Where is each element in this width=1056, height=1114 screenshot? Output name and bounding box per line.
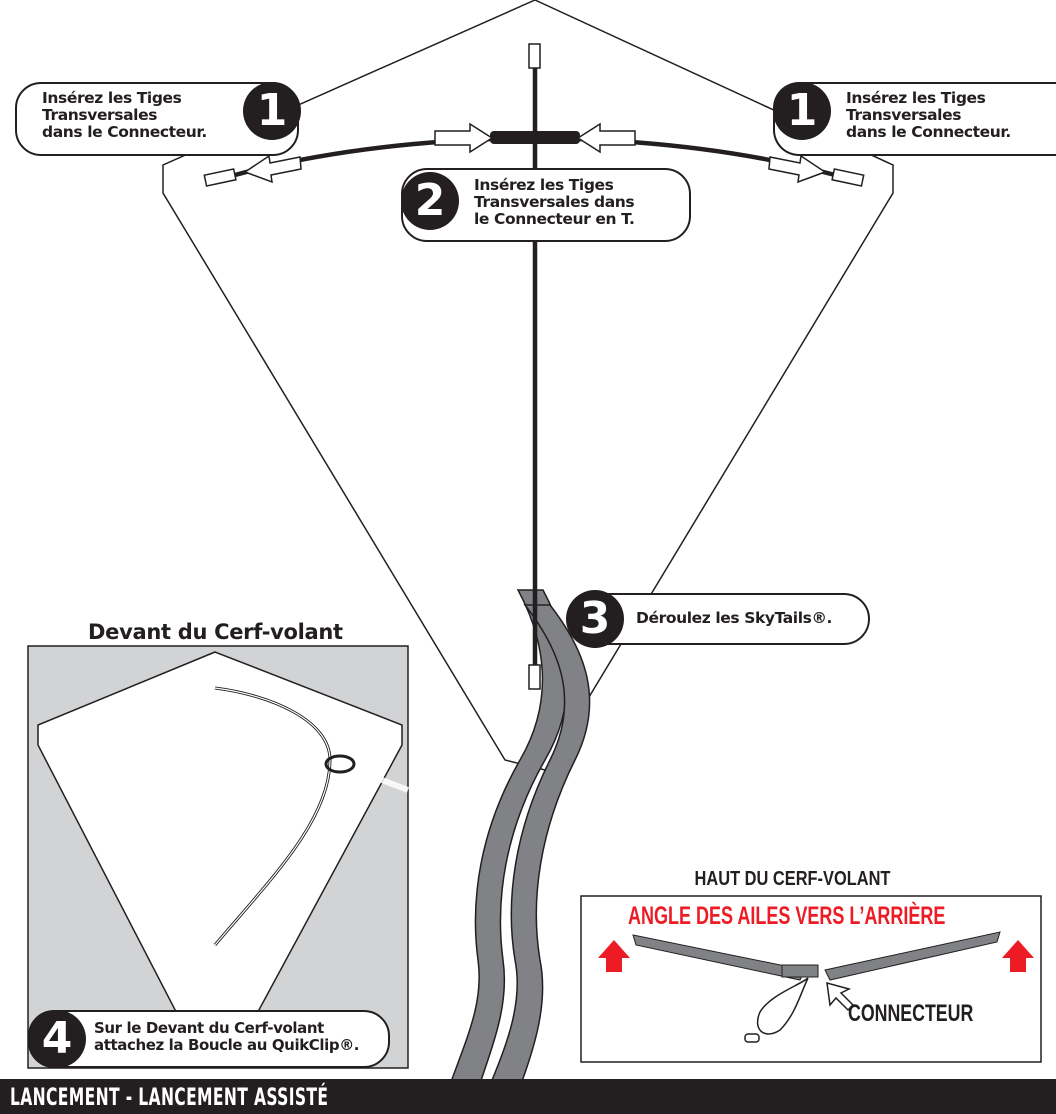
top-wing-left	[632, 934, 806, 981]
top-bridle-line	[756, 977, 809, 1035]
arrow-left-to-connector	[576, 122, 636, 154]
footer-heading: LANCEMENT - LANCEMENT ASSISTÉ	[10, 1083, 329, 1111]
skytail-right	[477, 604, 591, 1114]
step1-right-number: 1	[773, 82, 831, 140]
top-panel-frame	[580, 895, 1042, 1063]
quikclip-gap	[334, 758, 342, 770]
step3-text: Déroulez les SkyTails®.	[636, 609, 833, 627]
step1-left-number: 1	[243, 82, 301, 140]
spar-end-right	[831, 168, 865, 187]
connector-pointer-icon	[826, 981, 855, 1012]
top-panel-title: HAUT DU CERF-VOLANT	[694, 868, 891, 890]
top-wing-right	[824, 931, 1001, 981]
spar-end-left	[203, 168, 237, 187]
step4-number: 4	[28, 1010, 86, 1068]
arrow-left-outward	[243, 154, 302, 184]
front-panel-title: Devant du Cerf-volant	[88, 620, 343, 644]
red-arrow-left-icon	[598, 940, 630, 972]
step2-number: 2	[401, 172, 459, 230]
step2-text: Insérez les Tiges Transversales dans le …	[474, 176, 635, 228]
step4-text: Sur le Devant du Cerf-volant attachez la…	[94, 1019, 360, 1054]
top-bridle-clip	[744, 1033, 760, 1043]
connector-label: CONNECTEUR	[848, 1000, 974, 1027]
skytail-left	[439, 589, 569, 1114]
arrow-right-to-connector	[434, 122, 494, 154]
step1-right-text: Insérez les Tiges Transversales dans le …	[846, 89, 1011, 141]
footer-bar: LANCEMENT - LANCEMENT ASSISTÉ	[0, 1079, 1056, 1114]
arrow-right-outward	[768, 154, 827, 184]
front-bow-line-inner	[214, 687, 331, 946]
step3-number: 3	[566, 590, 624, 648]
step1-left-text: Insérez les Tiges Transversales dans le …	[42, 89, 207, 141]
spine-bottom-cap	[528, 664, 541, 690]
t-connector	[490, 131, 580, 144]
red-arrow-right-icon	[1002, 940, 1034, 972]
top-connector-block	[781, 964, 819, 978]
spine-top-cap	[528, 43, 541, 69]
quikclip-icon	[324, 754, 356, 774]
wing-angle-label: ANGLE DES AILES VERS L’ARRIÈRE	[628, 902, 946, 930]
step4-callout	[28, 1010, 390, 1068]
